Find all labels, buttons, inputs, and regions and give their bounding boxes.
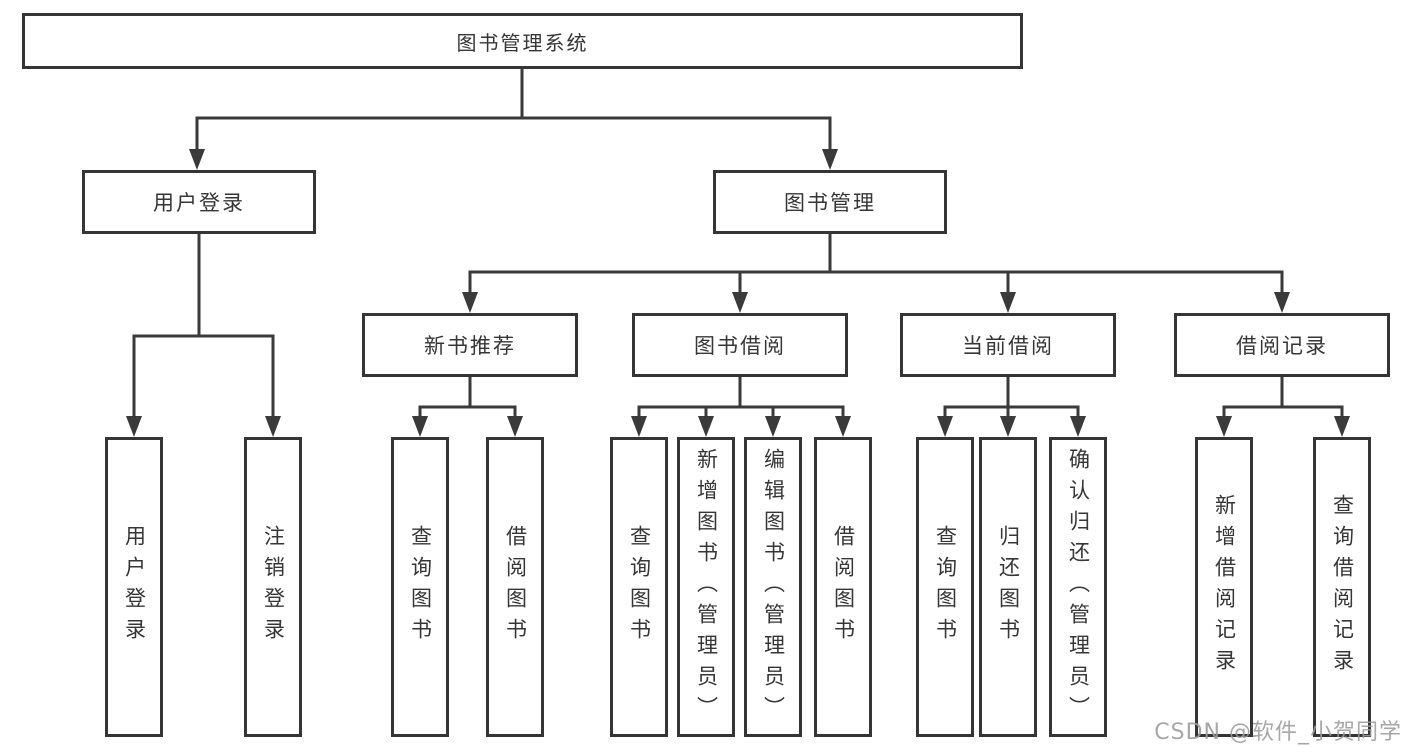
node-new-book-recommend: 新书推荐: [362, 313, 578, 377]
leaf-borrow-books-label: 借阅图书: [831, 525, 856, 649]
leaf-return-books: 归还图书: [979, 437, 1037, 737]
node-book-borrowing: 图书借阅: [632, 313, 848, 377]
node-borrowing-records-label: 借阅记录: [1236, 334, 1328, 358]
leaf-query-books-borrow: 查询图书: [610, 437, 668, 737]
node-user-login: 用户登录: [82, 170, 316, 234]
leaf-logout-label: 注销登录: [261, 525, 286, 649]
leaf-add-books-admin: 新增图书（管理员）: [677, 437, 735, 737]
node-book-management-label: 图书管理: [784, 191, 876, 215]
node-new-book-recommend-label: 新书推荐: [424, 334, 516, 358]
connector-strokes: [132, 66, 1344, 421]
node-book-borrowing-label: 图书借阅: [694, 334, 786, 358]
node-library-system-label: 图书管理系统: [456, 30, 589, 55]
node-book-management: 图书管理: [713, 170, 947, 234]
leaf-confirm-return-admin-label: 确认归还（管理员）: [1066, 447, 1091, 727]
leaf-query-books-current: 查询图书: [916, 437, 974, 737]
leaf-query-borrow-record-label: 查询借阅记录: [1330, 494, 1355, 680]
node-current-borrowing-label: 当前借阅: [962, 334, 1054, 358]
leaf-query-books-current-label: 查询图书: [933, 525, 958, 649]
leaf-add-borrow-record: 新增借阅记录: [1195, 437, 1253, 737]
leaf-query-books-recommend: 查询图书: [391, 437, 449, 737]
leaf-query-books-borrow-label: 查询图书: [627, 525, 652, 649]
leaf-query-books-recommend-label: 查询图书: [408, 525, 433, 649]
node-borrowing-records: 借阅记录: [1174, 313, 1390, 377]
leaf-borrow-books-recommend: 借阅图书: [486, 437, 544, 737]
leaf-return-books-label: 归还图书: [996, 525, 1021, 649]
node-user-login-label: 用户登录: [153, 191, 245, 215]
leaf-borrow-books: 借阅图书: [814, 437, 872, 737]
arrowheads: [126, 149, 1350, 437]
leaf-confirm-return-admin: 确认归还（管理员）: [1049, 437, 1107, 737]
leaf-logout: 注销登录: [244, 437, 302, 737]
leaf-borrow-books-recommend-label: 借阅图书: [503, 525, 528, 649]
leaf-user-login-label: 用户登录: [122, 525, 147, 649]
node-library-system: 图书管理系统: [22, 13, 1023, 69]
leaf-edit-books-admin-label: 编辑图书（管理员）: [761, 447, 786, 727]
leaf-user-login: 用户登录: [105, 437, 163, 737]
leaf-query-borrow-record: 查询借阅记录: [1313, 437, 1371, 737]
leaf-add-books-admin-label: 新增图书（管理员）: [694, 447, 719, 727]
node-current-borrowing: 当前借阅: [900, 313, 1116, 377]
leaf-edit-books-admin: 编辑图书（管理员）: [744, 437, 802, 737]
leaf-add-borrow-record-label: 新增借阅记录: [1212, 494, 1237, 680]
